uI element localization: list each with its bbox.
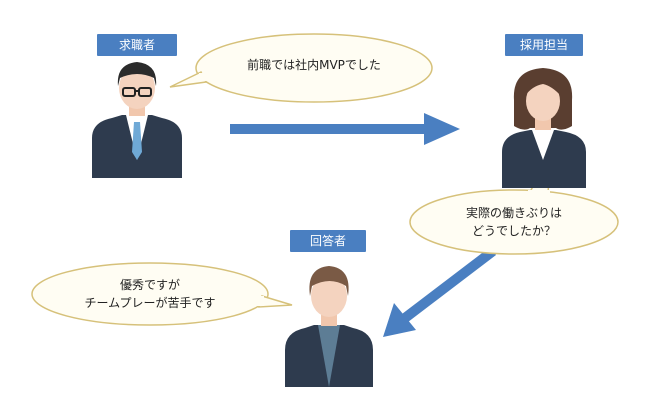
arrow-right-icon bbox=[230, 113, 460, 145]
applicant-bubble-line: 前職では社内MVPでした bbox=[247, 58, 381, 72]
recruiter-label: 採用担当 bbox=[505, 34, 583, 56]
recruiter-bubble-line-1: 実際の働きぶりは bbox=[465, 206, 562, 220]
respondent-bubble-line-1: 優秀ですが bbox=[119, 278, 180, 292]
recruiter-bubble-text: 実際の働きぶりは どうでしたか？ bbox=[430, 204, 598, 240]
recruiter-bubble-line-2: どうでしたか？ bbox=[471, 224, 556, 238]
respondent-speech-bubble bbox=[31, 262, 293, 326]
applicant-speech-bubble bbox=[169, 33, 433, 103]
respondent-label: 回答者 bbox=[290, 230, 366, 252]
respondent-bubble-line-2: チームプレーが苦手です bbox=[84, 296, 216, 310]
arrow-down-left-icon bbox=[383, 247, 497, 337]
businessman-icon bbox=[285, 266, 373, 387]
businessman-with-glasses-icon bbox=[92, 62, 182, 178]
respondent-bubble-text: 優秀ですが チームプレーが苦手です bbox=[40, 276, 260, 312]
applicant-bubble-text: 前職では社内MVPでした bbox=[206, 56, 422, 74]
businesswoman-icon bbox=[502, 68, 586, 188]
applicant-label: 求職者 bbox=[97, 34, 177, 56]
